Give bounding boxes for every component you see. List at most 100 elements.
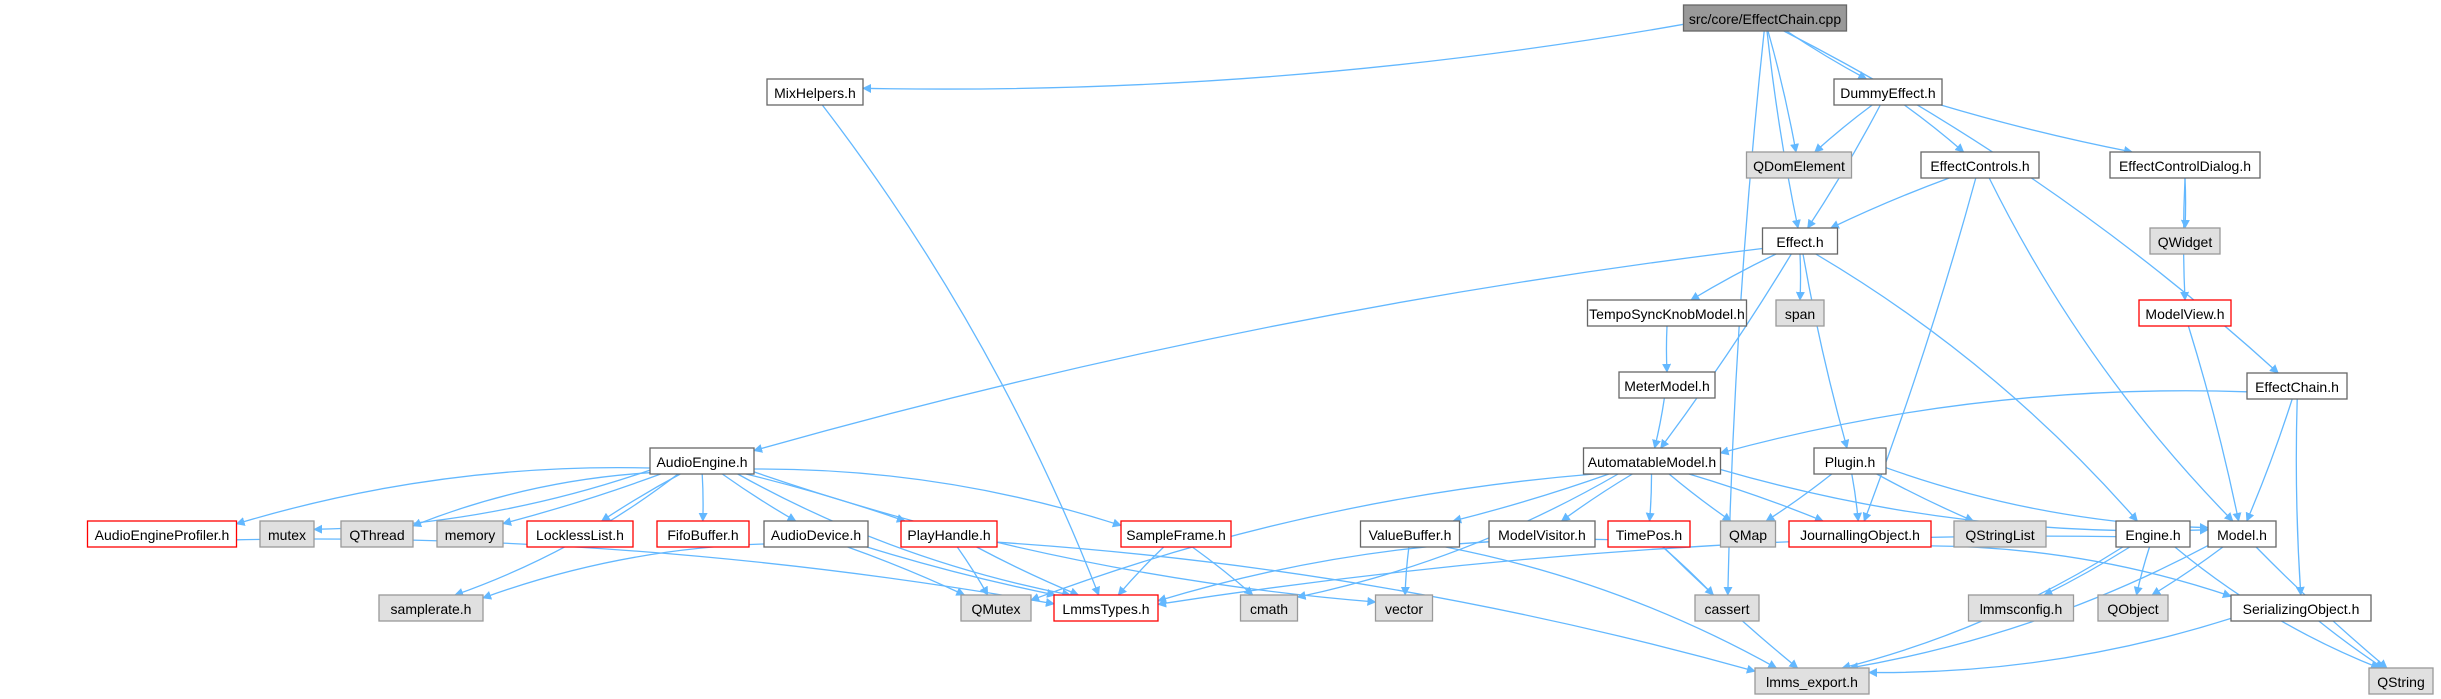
node-valuebuffer-h[interactable]: ValueBuffer.h <box>1359 520 1461 548</box>
node-box <box>960 594 1032 622</box>
edge-dummyeffect-h-to-effectcontrols-h <box>1904 104 1965 153</box>
node-vector: vector <box>1374 594 1434 622</box>
edge-sampleframe-h-to-cmath <box>1191 546 1254 596</box>
edge-plugin-h-to-qmap <box>1765 473 1833 522</box>
node-box <box>763 520 869 548</box>
node-journallingobject-h[interactable]: JournallingObject.h <box>1788 520 1932 548</box>
node-audiodevice-h[interactable]: AudioDevice.h <box>763 520 869 548</box>
edge-playhandle-h-to-qmutex <box>956 546 989 596</box>
node-lmmstypes-h[interactable]: LmmsTypes.h <box>1053 594 1159 622</box>
node-samplerate-h: samplerate.h <box>378 594 484 622</box>
node-qstringlist: QStringList <box>1953 520 2047 548</box>
node-fifobuffer-h[interactable]: FifoBuffer.h <box>656 520 750 548</box>
node-mixhelpers-h[interactable]: MixHelpers.h <box>766 78 864 106</box>
node-memory: memory <box>436 520 504 548</box>
edge-valuebuffer-h-to-lmms-export-h <box>1445 546 1778 669</box>
edge-automatablemodel-h-to-valuebuffer-h <box>1452 473 1610 524</box>
node-label: QObject <box>2107 601 2158 617</box>
edge-dummyeffect-h-to-qdomelement <box>1814 104 1873 153</box>
edge-effectchain-h-to-automatablemodel-h <box>1719 390 2248 456</box>
node-temposyncknobmodel-h[interactable]: TempoSyncKnobModel.h <box>1586 299 1748 327</box>
edge-plugin-h-to-journallingobject-h <box>1851 473 1862 522</box>
edge-automatablemodel-h-to-cmath <box>1296 473 1619 600</box>
edge-automatablemodel-h-to-journallingobject-h <box>1688 473 1824 523</box>
edge-audioengine-h-to-audiodevice-h <box>721 473 797 522</box>
node-label: Model.h <box>2217 527 2267 543</box>
node-dummyeffect-h[interactable]: DummyEffect.h <box>1833 78 1943 106</box>
node-box <box>1618 371 1716 399</box>
edge-engine-h-to-qobject <box>2133 546 2151 596</box>
node-effectcontrols-h[interactable]: EffectControls.h <box>1920 151 2040 179</box>
node-qdomelement: QDomElement <box>1745 151 1853 179</box>
edge-effectchain-h-to-serializingobject-h <box>2295 398 2305 596</box>
node-box <box>2138 299 2232 327</box>
edge-effectchain-h-to-model-h <box>2245 398 2293 522</box>
node-mutex: mutex <box>259 520 315 548</box>
node-qthread: QThread <box>340 520 414 548</box>
node-label: Effect.h <box>1776 234 1823 250</box>
node-label: TimePos.h <box>1616 527 1682 543</box>
node-box <box>86 520 238 548</box>
node-label: SerializingObject.h <box>2243 601 2360 617</box>
node-locklesslist-h[interactable]: LocklessList.h <box>526 520 634 548</box>
node-model-h[interactable]: Model.h <box>2207 520 2277 548</box>
edge-audioengine-h-to-qthread <box>412 472 651 528</box>
node-label: SampleFrame.h <box>1126 527 1226 543</box>
node-serializingobject-h[interactable]: SerializingObject.h <box>2230 594 2372 622</box>
node-label: cassert <box>1704 601 1749 617</box>
node-engine-h[interactable]: Engine.h <box>2115 520 2191 548</box>
node-box <box>656 520 750 548</box>
node-effectcontroldialog-h[interactable]: EffectControlDialog.h <box>2109 151 2261 179</box>
node-modelvisitor-h[interactable]: ModelVisitor.h <box>1488 520 1596 548</box>
node-effectchain-cpp[interactable]: src/core/EffectChain.cpp <box>1682 4 1848 32</box>
node-sampleframe-h[interactable]: SampleFrame.h <box>1120 520 1232 548</box>
edge-model-h-to-qobject <box>2151 546 2224 596</box>
node-playhandle-h[interactable]: PlayHandle.h <box>900 520 998 548</box>
node-label: span <box>1785 306 1815 322</box>
node-audioengine-h[interactable]: AudioEngine.h <box>649 447 755 475</box>
node-automatablemodel-h[interactable]: AutomatableModel.h <box>1582 447 1722 475</box>
node-label: LocklessList.h <box>536 527 624 543</box>
node-label: EffectControls.h <box>1930 158 2029 174</box>
node-box <box>1813 447 1887 475</box>
node-box <box>1953 520 2047 548</box>
node-lmms-export-h: lmms_export.h <box>1754 667 1870 695</box>
node-label: mutex <box>268 527 306 543</box>
node-plugin-h[interactable]: Plugin.h <box>1813 447 1887 475</box>
node-effect-h[interactable]: Effect.h <box>1761 227 1839 255</box>
node-label: ModelView.h <box>2145 306 2224 322</box>
edges-layer <box>235 23 2388 678</box>
node-box <box>1775 299 1825 327</box>
node-metermodel-h[interactable]: MeterModel.h <box>1618 371 1716 399</box>
node-label: LmmsTypes.h <box>1062 601 1149 617</box>
node-label: EffectChain.h <box>2255 379 2339 395</box>
node-effectchain-h[interactable]: EffectChain.h <box>2246 372 2348 400</box>
edge-temposyncknobmodel-h-to-metermodel-h <box>1662 325 1672 373</box>
node-label: MixHelpers.h <box>774 85 856 101</box>
edge-engine-h-to-lmmsconfig-h <box>2043 546 2131 596</box>
node-label: cmath <box>1250 601 1288 617</box>
node-box <box>2207 520 2277 548</box>
node-label: src/core/EffectChain.cpp <box>1689 11 1841 27</box>
node-box <box>1053 594 1159 622</box>
edge-effect-h-to-temposyncknobmodel-h <box>1690 253 1777 301</box>
edge-automatablemodel-h-to-qmutex <box>1030 473 1595 602</box>
node-timepos-h[interactable]: TimePos.h <box>1607 520 1691 548</box>
edge-effectcontrols-h-to-effect-h <box>1829 177 1950 229</box>
node-audioengineprofiler-h[interactable]: AudioEngineProfiler.h <box>86 520 238 548</box>
node-modelview-h[interactable]: ModelView.h <box>2138 299 2232 327</box>
node-box <box>1754 667 1870 695</box>
edge-journallingobject-h-to-serializingobject-h <box>1930 545 2232 598</box>
node-box <box>2368 667 2434 695</box>
node-span: span <box>1775 299 1825 327</box>
node-cmath: cmath <box>1239 594 1299 622</box>
node-box <box>1694 594 1760 622</box>
edge-audioengine-h-to-locklesslist-h <box>600 473 681 522</box>
node-box <box>900 520 998 548</box>
node-label: QMutex <box>971 601 1020 617</box>
node-box <box>766 78 864 106</box>
node-label: Engine.h <box>2125 527 2180 543</box>
node-box <box>1607 520 1691 548</box>
node-label: QThread <box>349 527 404 543</box>
